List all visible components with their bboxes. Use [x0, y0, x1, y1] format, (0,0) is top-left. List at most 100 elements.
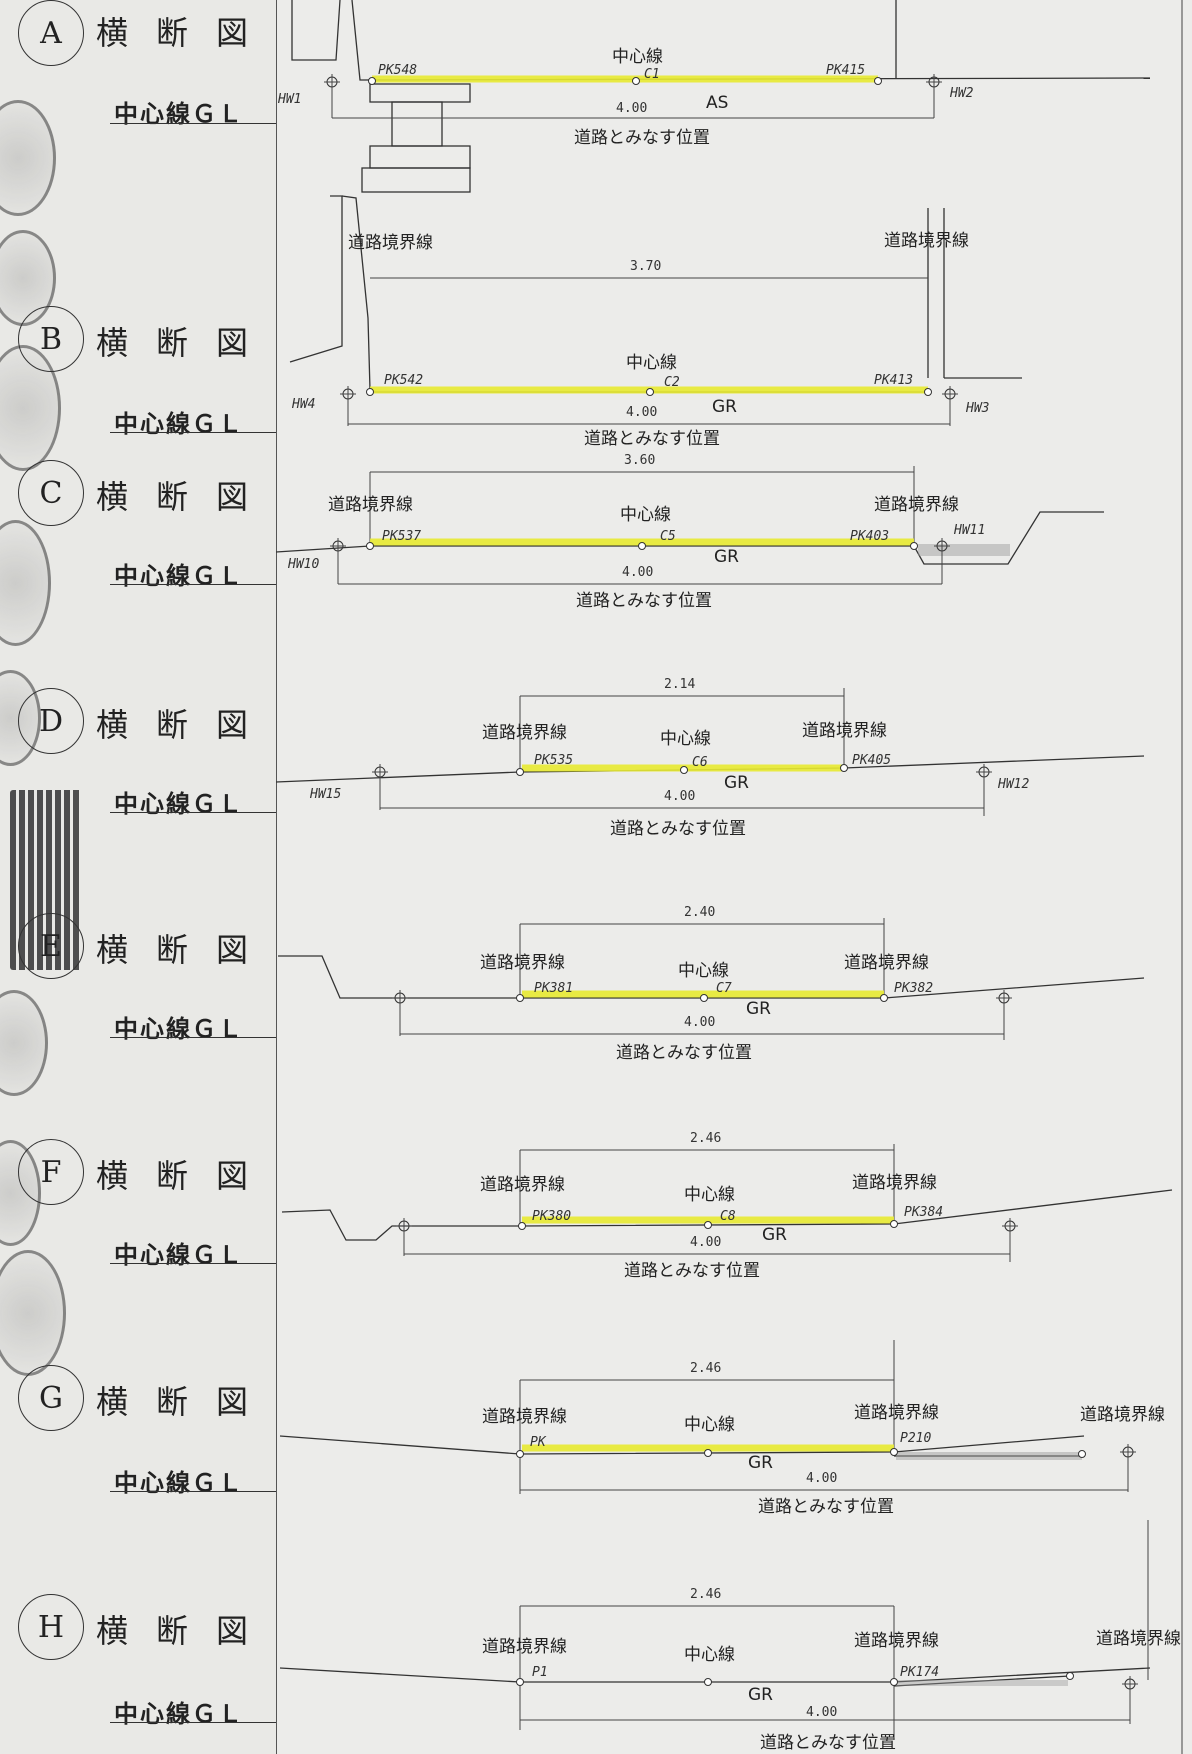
- boundary-label: 道路境界線: [482, 1637, 567, 1657]
- position-label: 道路とみなす位置: [574, 128, 710, 148]
- centerline-label: 中心線: [684, 1645, 735, 1665]
- hw-marker: [996, 990, 1012, 1040]
- point-label: PK405: [852, 753, 891, 768]
- gl-rule: [110, 812, 276, 813]
- survey-point: [516, 1678, 524, 1686]
- boundary-width-label: 2.46: [690, 1131, 721, 1146]
- surface-label: GR: [762, 1225, 787, 1245]
- point-label: P210: [900, 1431, 931, 1446]
- cross-section-h: 2.46 道路境界線 道路境界線 道路境界線 P1 中心線 PK174 4.00…: [279, 1520, 1181, 1753]
- point-label: PK: [530, 1435, 547, 1450]
- surface-label: GR: [748, 1685, 773, 1705]
- survey-point: [704, 1678, 712, 1686]
- width-label: 4.00: [616, 101, 647, 116]
- boundary-label: 道路境界線: [802, 721, 887, 741]
- surface-label: GR: [712, 397, 737, 417]
- cross-section-d: 2.14 道路境界線 道路境界線 PK535 中心線 C6 PK405 HW15…: [275, 677, 1145, 839]
- survey-point: [890, 1220, 898, 1228]
- slope-hatching: [896, 1680, 1068, 1686]
- survey-point: [516, 994, 524, 1002]
- boundary-width-label: 2.46: [690, 1361, 721, 1376]
- section-letter: B: [18, 306, 84, 372]
- point-label: PK382: [894, 981, 933, 996]
- survey-point: [704, 1449, 712, 1457]
- survey-point: [368, 77, 376, 85]
- section-title: 横断図: [96, 1612, 277, 1650]
- width-label: 4.00: [690, 1235, 721, 1250]
- ground-line: [281, 1189, 1173, 1241]
- boundary-label: 道路境界線: [854, 1403, 939, 1423]
- hw-marker: [396, 1218, 412, 1256]
- surface-label: AS: [706, 93, 728, 113]
- survey-point: [874, 77, 882, 85]
- hw-label: HW10: [287, 557, 319, 572]
- section-f-label: F 横断図 中心線ＧＬ: [0, 1139, 276, 1289]
- survey-point: [516, 1450, 524, 1458]
- section-title: 横断図: [96, 931, 277, 969]
- gl-label: 中心線ＧＬ: [114, 1241, 244, 1269]
- gl-label: 中心線ＧＬ: [114, 1700, 244, 1728]
- gl-label: 中心線ＧＬ: [114, 562, 244, 590]
- position-label: 道路とみなす位置: [616, 1043, 752, 1063]
- boundary-label: 道路境界線: [884, 231, 969, 251]
- surface-label: GR: [748, 1453, 773, 1473]
- survey-point: [840, 764, 848, 772]
- hw-label: HW2: [949, 86, 974, 101]
- hw-marker: [934, 538, 950, 584]
- width-label: 4.00: [806, 1705, 837, 1720]
- surface-label: GR: [746, 999, 771, 1019]
- ditch-hatching: [918, 544, 1010, 556]
- width-label: 4.00: [622, 565, 653, 580]
- center-point-label: C8: [720, 1209, 736, 1224]
- boundary-label: 道路境界線: [1080, 1405, 1165, 1425]
- gl-label: 中心線ＧＬ: [114, 790, 244, 818]
- center-point-label: C6: [692, 755, 708, 770]
- foundation-outline: [369, 145, 471, 169]
- survey-point: [700, 994, 708, 1002]
- survey-point: [366, 542, 374, 550]
- boundary-label: 道路境界線: [852, 1173, 937, 1193]
- hw-marker: [392, 990, 408, 1036]
- boundary-label: 道路境界線: [854, 1631, 939, 1651]
- point-label: PK542: [384, 373, 423, 388]
- boundary-label: 道路境界線: [482, 723, 567, 743]
- point-label: PK381: [534, 981, 573, 996]
- section-h-label: H 横断図 中心線ＧＬ: [0, 1594, 276, 1744]
- position-label: 道路とみなす位置: [758, 1497, 894, 1517]
- cross-section-g: 2.46 道路境界線 道路境界線 道路境界線 PK 中心線 P210 4.00 …: [279, 1340, 1165, 1517]
- cross-section-e: 2.40 道路境界線 道路境界線 PK381 中心線 C7 PK382 4.00…: [278, 905, 1145, 1063]
- survey-point: [880, 994, 888, 1002]
- foundation-outline: [369, 83, 471, 103]
- boundary-label: 道路境界線: [482, 1407, 567, 1427]
- section-letter: E: [18, 913, 84, 979]
- width-label: 4.00: [806, 1471, 837, 1486]
- cross-section-b: 道路境界線 道路境界線 3.70 PK542 中心線 C2 PK413 HW4 …: [289, 195, 1022, 449]
- hw-marker: [330, 538, 346, 584]
- survey-point: [910, 542, 918, 550]
- section-title: 横断図: [96, 1157, 277, 1195]
- section-c-label: C 横断図 中心線ＧＬ: [0, 460, 276, 610]
- section-letter: H: [18, 1594, 84, 1660]
- boundary-width-label: 2.46: [690, 1587, 721, 1602]
- section-e-label: E 横断図 中心線ＧＬ: [0, 913, 276, 1063]
- boundary-label: 道路境界線: [348, 233, 433, 253]
- foundation-outline: [361, 167, 471, 193]
- survey-point: [646, 388, 654, 396]
- boundary-label: 道路境界線: [480, 1175, 565, 1195]
- surface-label: GR: [714, 547, 739, 567]
- section-d-label: D 横断図 中心線ＧＬ: [0, 688, 276, 838]
- boundary-label: 道路境界線: [874, 495, 959, 515]
- center-point-label: C7: [716, 981, 732, 996]
- centerline-label: 中心線: [612, 47, 663, 67]
- survey-point: [516, 768, 524, 776]
- boundary-label: 道路境界線: [1096, 1629, 1181, 1649]
- point-label: PK415: [826, 63, 865, 78]
- point-label: PK535: [534, 753, 573, 768]
- survey-point: [704, 1221, 712, 1229]
- section-title: 横断図: [96, 1383, 277, 1421]
- point-label: PK380: [532, 1209, 571, 1224]
- center-point-label: C5: [660, 529, 676, 544]
- section-b-label: B 横断図 中心線ＧＬ: [0, 306, 276, 456]
- center-point-label: C1: [644, 67, 660, 82]
- section-title: 横断図: [96, 324, 277, 362]
